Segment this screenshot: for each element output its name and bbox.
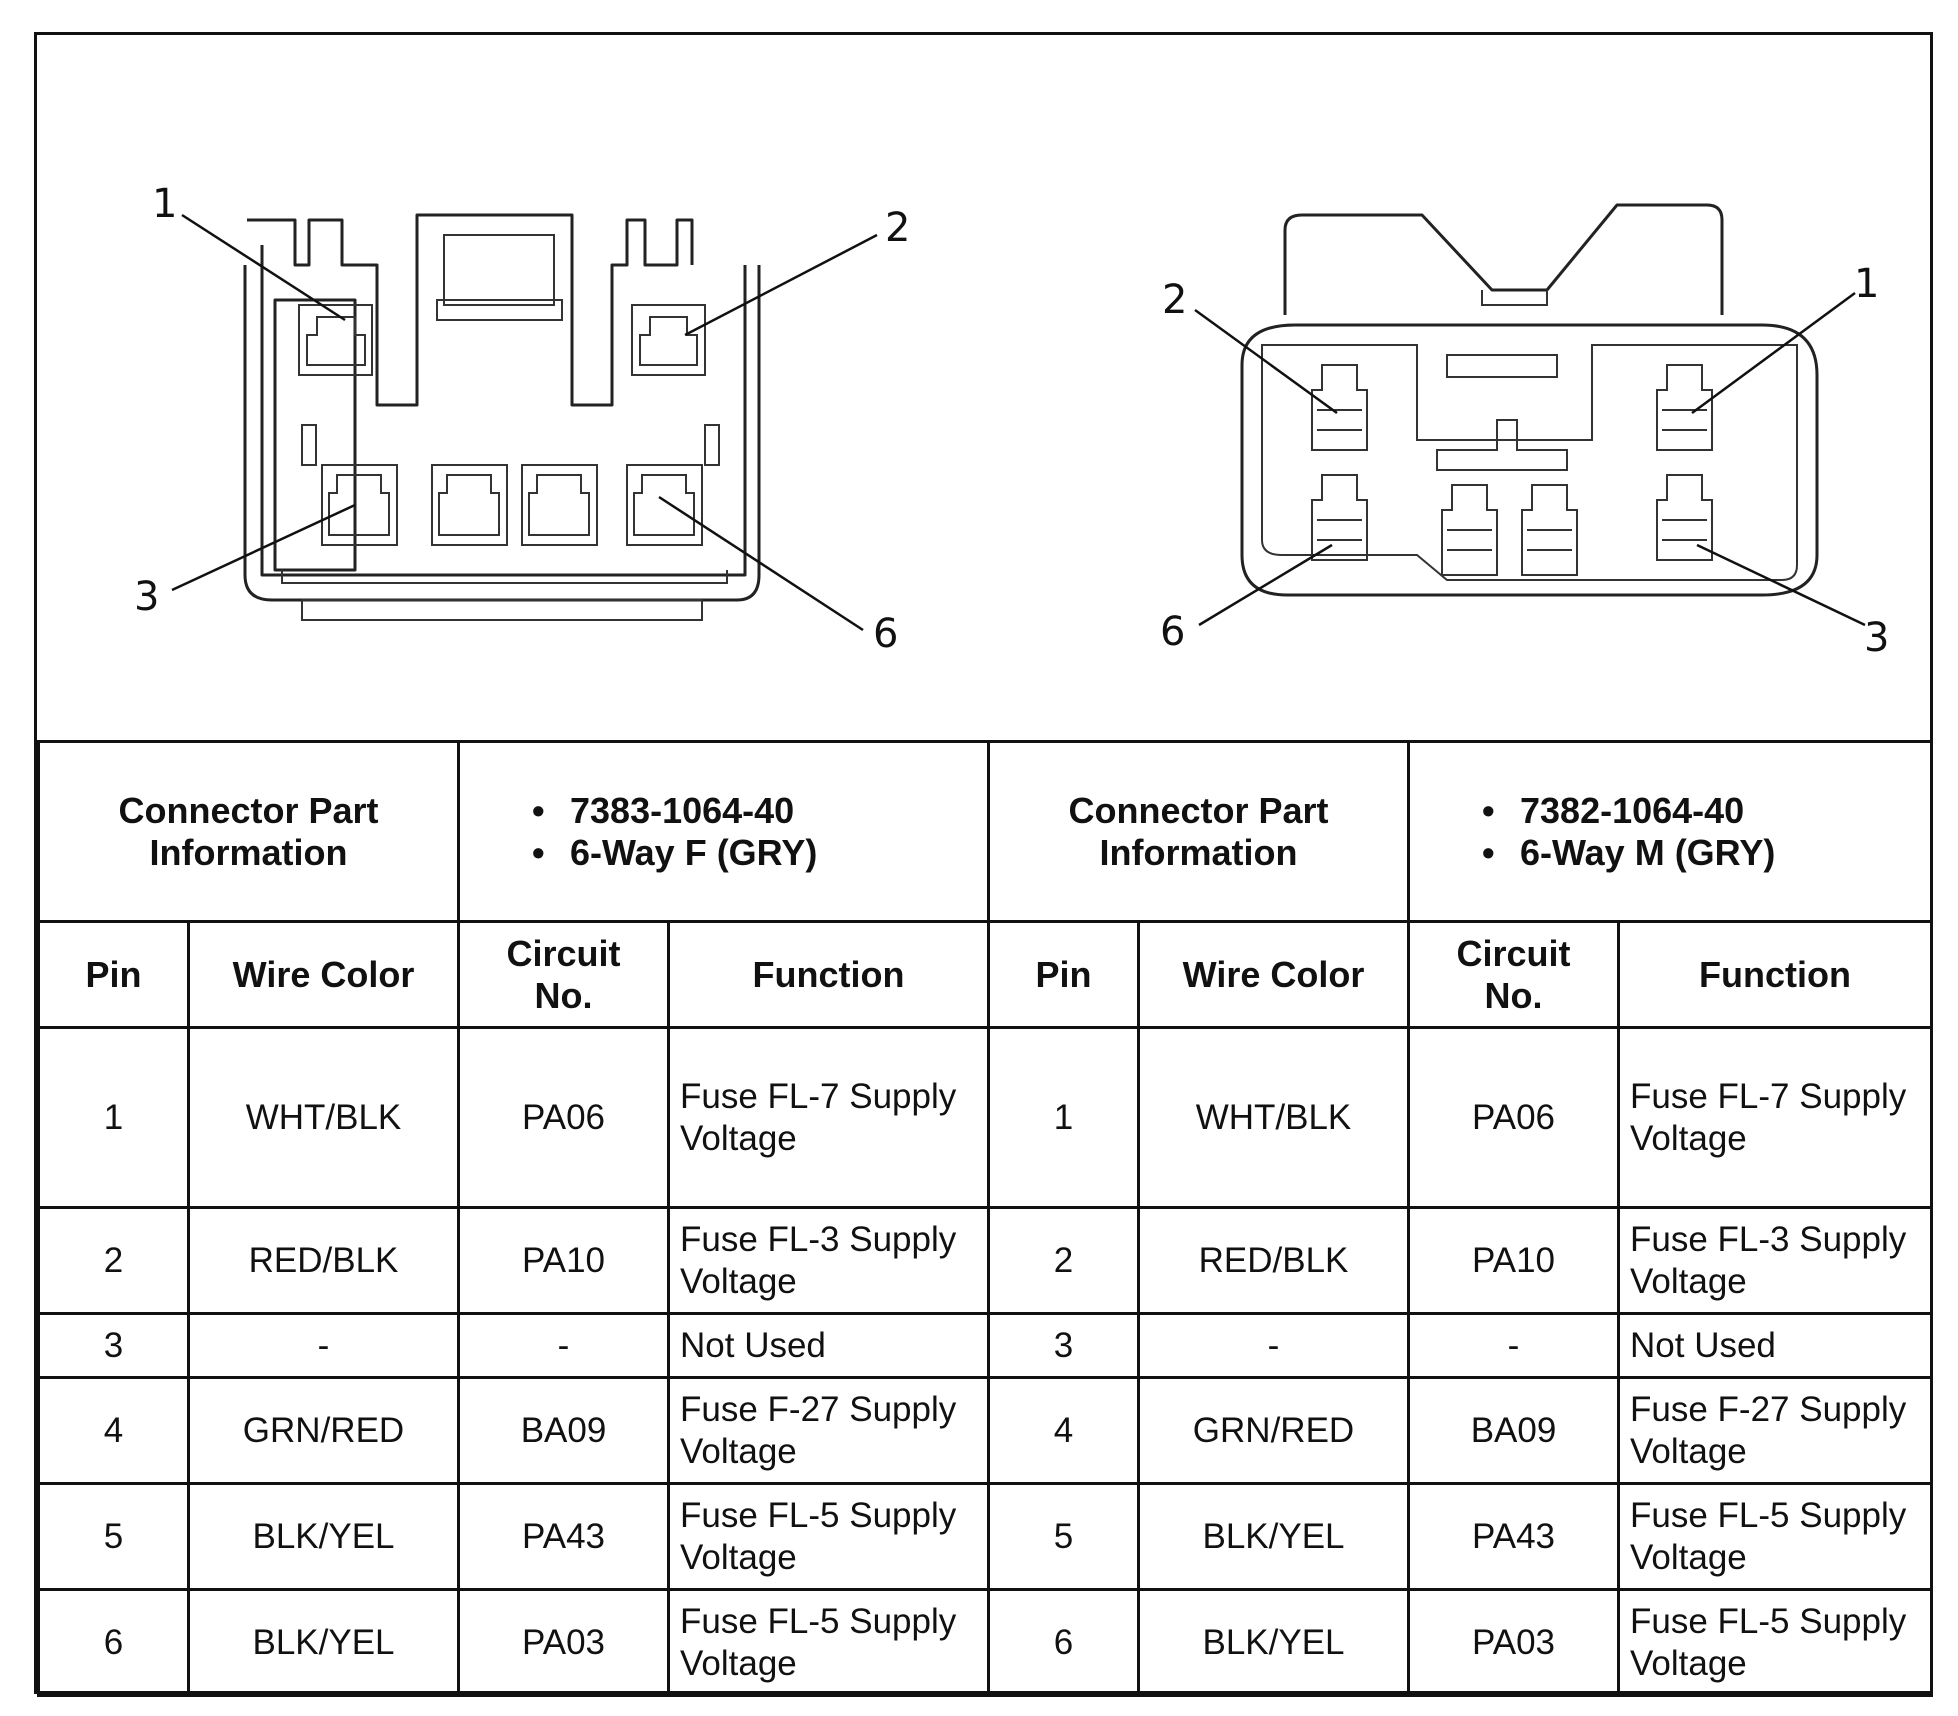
left-part-info-header: Connector Part Information bbox=[37, 740, 460, 923]
circuit-cell: PA10 bbox=[1407, 1206, 1620, 1315]
female-connector-drawing: 1 2 3 6 bbox=[134, 181, 910, 657]
pin-cell: 2 bbox=[987, 1206, 1140, 1315]
right-part-info-header: Connector Part Information bbox=[987, 740, 1410, 923]
wire-color-cell: GRN/RED bbox=[1137, 1376, 1410, 1485]
right-part-description: 6-Way M (GRY) bbox=[1482, 832, 1920, 874]
pin-cell: 4 bbox=[987, 1376, 1140, 1485]
left-part-number: 7383-1064-40 bbox=[532, 790, 977, 832]
function-cell: Not Used bbox=[1617, 1312, 1933, 1379]
circuit-cell: PA03 bbox=[457, 1588, 670, 1697]
left-part-info-values: 7383-1064-40 6-Way F (GRY) bbox=[457, 740, 990, 923]
pin-cell: 6 bbox=[987, 1588, 1140, 1697]
pin-cell: 1 bbox=[987, 1026, 1140, 1209]
wire-color-cell: BLK/YEL bbox=[187, 1482, 460, 1591]
circuit-cell: BA09 bbox=[457, 1376, 670, 1485]
wire-color-cell: BLK/YEL bbox=[1137, 1588, 1410, 1697]
right-pin-label-3: 3 bbox=[1864, 615, 1889, 661]
circuit-cell: PA10 bbox=[457, 1206, 670, 1315]
right-pin-label-2: 2 bbox=[1162, 277, 1187, 323]
right-part-info-values: 7382-1064-40 6-Way M (GRY) bbox=[1407, 740, 1933, 923]
col-pin: Pin bbox=[987, 920, 1140, 1029]
male-connector-drawing: 2 1 6 3 bbox=[1160, 203, 1889, 661]
wire-color-cell: WHT/BLK bbox=[1137, 1026, 1410, 1209]
pin-cell: 5 bbox=[987, 1482, 1140, 1591]
circuit-cell: PA06 bbox=[1407, 1026, 1620, 1209]
circuit-cell: - bbox=[457, 1312, 670, 1379]
right-part-number: 7382-1064-40 bbox=[1482, 790, 1920, 832]
circuit-cell: PA03 bbox=[1407, 1588, 1620, 1697]
left-part-description: 6-Way F (GRY) bbox=[532, 832, 977, 874]
pin-cell: 6 bbox=[37, 1588, 190, 1697]
wire-color-cell: BLK/YEL bbox=[187, 1588, 460, 1697]
right-pin-label-1: 1 bbox=[1854, 261, 1879, 307]
part-info-row: Connector Part Information 7383-1064-40 … bbox=[37, 740, 1933, 923]
col-wire-color: Wire Color bbox=[1137, 920, 1410, 1029]
wire-color-cell: GRN/RED bbox=[187, 1376, 460, 1485]
circuit-cell: BA09 bbox=[1407, 1376, 1620, 1485]
pin-cell: 3 bbox=[987, 1312, 1140, 1379]
wire-color-cell: RED/BLK bbox=[1137, 1206, 1410, 1315]
left-pin-label-2: 2 bbox=[885, 205, 910, 251]
right-pin-label-6: 6 bbox=[1160, 609, 1185, 655]
circuit-cell: PA43 bbox=[457, 1482, 670, 1591]
left-pin-label-3: 3 bbox=[134, 574, 159, 620]
circuit-cell: PA43 bbox=[1407, 1482, 1620, 1591]
left-pin-label-1: 1 bbox=[152, 181, 177, 227]
wire-color-cell: - bbox=[187, 1312, 460, 1379]
circuit-cell: - bbox=[1407, 1312, 1620, 1379]
pin-cell: 3 bbox=[37, 1312, 190, 1379]
left-pin-label-6: 6 bbox=[873, 611, 898, 657]
connector-pinout-table: Connector Part Information 7383-1064-40 … bbox=[37, 740, 1933, 1697]
pin-cell: 1 bbox=[37, 1026, 190, 1209]
connector-diagrams: 1 2 3 6 bbox=[37, 35, 1930, 740]
function-cell: Not Used bbox=[667, 1312, 990, 1379]
connector-sheet: 1 2 3 6 bbox=[34, 32, 1933, 1697]
circuit-cell: PA06 bbox=[457, 1026, 670, 1209]
col-function: Function bbox=[1617, 920, 1933, 1029]
wire-color-cell: RED/BLK bbox=[187, 1206, 460, 1315]
col-pin: Pin bbox=[37, 920, 190, 1029]
col-wire-color: Wire Color bbox=[187, 920, 460, 1029]
pin-cell: 2 bbox=[37, 1206, 190, 1315]
pin-cell: 5 bbox=[37, 1482, 190, 1591]
wire-color-cell: - bbox=[1137, 1312, 1410, 1379]
wire-color-cell: WHT/BLK bbox=[187, 1026, 460, 1209]
pin-cell: 4 bbox=[37, 1376, 190, 1485]
col-function: Function bbox=[667, 920, 990, 1029]
wire-color-cell: BLK/YEL bbox=[1137, 1482, 1410, 1591]
